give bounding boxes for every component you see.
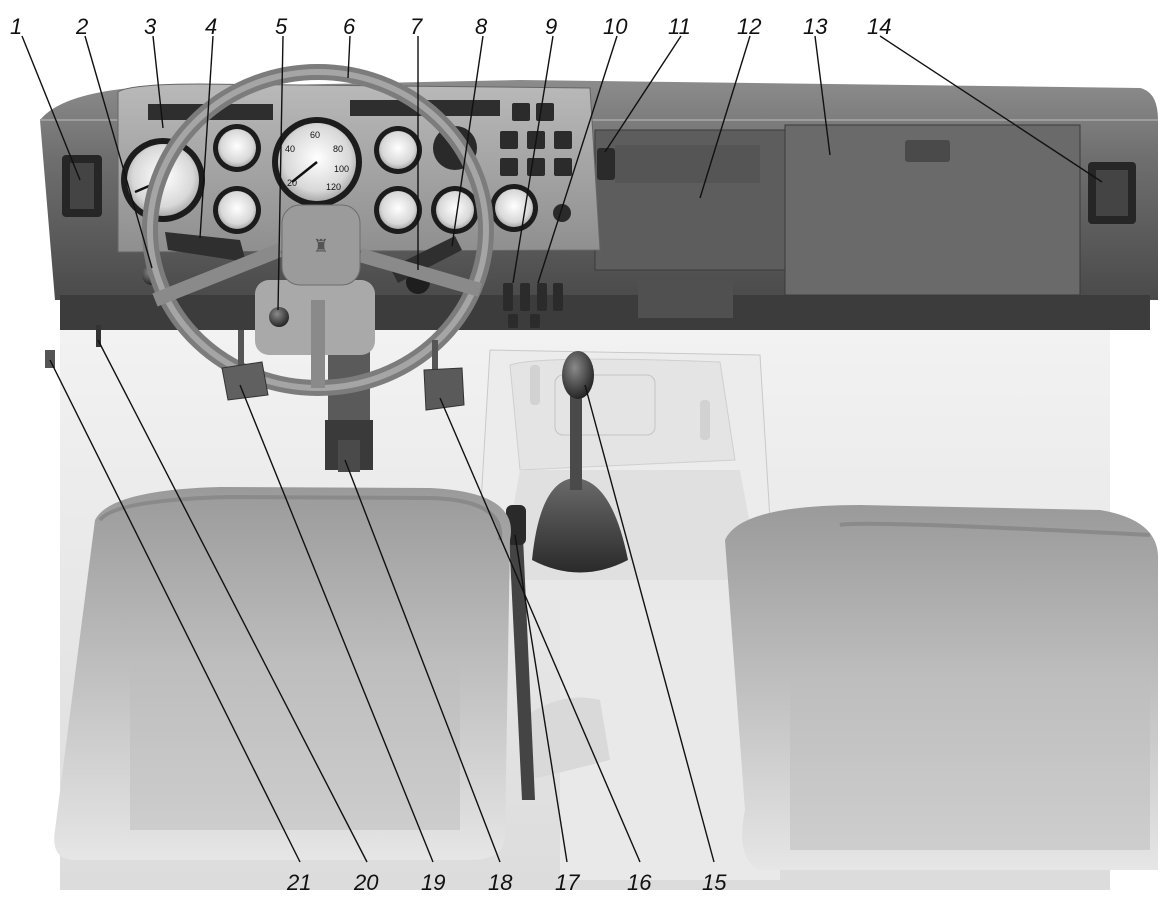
callout-16: 16 (627, 870, 652, 895)
callout-14: 14 (867, 14, 891, 39)
svg-text:♜: ♜ (313, 236, 329, 257)
driver-seat (54, 487, 512, 860)
lower-switches (503, 283, 563, 328)
callout-labels-top: 1 2 3 4 5 6 7 8 9 10 11 12 13 14 (10, 14, 891, 39)
left-floor-handle (45, 350, 55, 368)
passenger-seat (725, 505, 1159, 870)
horn-button (269, 307, 289, 327)
steering-wheel: ♜ (142, 64, 494, 396)
callout-10: 10 (603, 14, 628, 39)
speedometer-mark-120: 120 (326, 182, 341, 192)
callout-12: 12 (737, 14, 761, 39)
callout-3: 3 (144, 14, 157, 39)
callout-13: 13 (803, 14, 828, 39)
brake-pedal (338, 440, 360, 472)
speedometer-mark-20: 20 (287, 178, 297, 188)
accelerator-pedal (423, 340, 465, 411)
hazard-switch (597, 148, 615, 180)
callout-5: 5 (275, 14, 288, 39)
left-air-vent (62, 155, 102, 217)
callout-20: 20 (353, 870, 379, 895)
clutch-pedal (221, 330, 269, 401)
speedometer-mark-40: 40 (285, 144, 295, 154)
callout-21: 21 (286, 870, 311, 895)
callout-labels-bottom: 21 20 19 18 17 16 15 (286, 870, 727, 895)
callout-17: 17 (555, 870, 580, 895)
speedometer-mark-60: 60 (310, 130, 320, 140)
gear-shift (532, 351, 628, 573)
leader-lines (21, 35, 1103, 863)
callout-7: 7 (410, 14, 423, 39)
callout-6: 6 (343, 14, 356, 39)
callout-4: 4 (205, 14, 217, 39)
callout-8: 8 (475, 14, 488, 39)
parking-brake-lever (506, 505, 535, 800)
callout-15: 15 (702, 870, 727, 895)
left-dash-cable (96, 325, 101, 347)
callout-2: 2 (75, 14, 88, 39)
speedometer-mark-80: 80 (333, 144, 343, 154)
callout-9: 9 (545, 14, 557, 39)
callout-19: 19 (421, 870, 445, 895)
right-air-vent (1088, 162, 1136, 224)
callout-18: 18 (488, 870, 513, 895)
callout-11: 11 (668, 14, 691, 39)
speedometer-mark-100: 100 (334, 164, 349, 174)
callout-1: 1 (10, 14, 22, 39)
